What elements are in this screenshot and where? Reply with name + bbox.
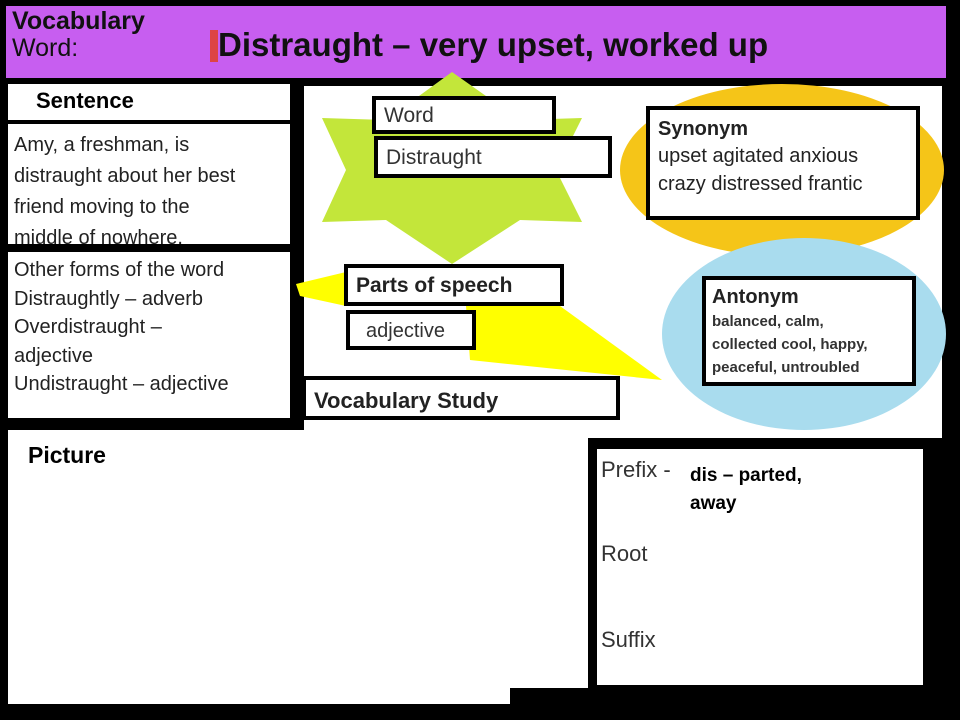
antonym-list: balanced, calm, collected cool, happy, p… [712, 310, 912, 379]
title-marker [210, 30, 218, 62]
synonym-title: Synonym [658, 118, 749, 140]
synonym-row: crazy distressed frantic [658, 173, 863, 195]
root-label: Root [601, 541, 648, 566]
parts-of-speech-value-box: adjective [346, 310, 476, 350]
label-line-2: Word: [12, 34, 79, 62]
word-parts-box: Prefix - Root Suffix [594, 446, 926, 688]
beam-left [296, 272, 346, 306]
sentence-box: Amy, a freshman, is distraught about her… [8, 124, 290, 249]
vocabulary-study-box: Vocabulary Study [302, 376, 620, 420]
synonym-row: upset agitated anxious [658, 145, 859, 167]
picture-label: Picture [28, 442, 106, 468]
word-definition-title: Distraught – very upset, worked up [218, 26, 769, 63]
header-bar [6, 6, 946, 78]
word-label-box: Word [372, 96, 556, 134]
label-line-1: Vocabulary [12, 7, 145, 35]
antonym-box: Antonym balanced, calm, collected cool, … [702, 276, 916, 386]
antonym-line: collected cool, happy, [712, 336, 868, 353]
beam-right [466, 306, 662, 380]
parts-of-speech-value: adjective [366, 320, 445, 342]
prefix-definition: dis – parted, away [690, 462, 840, 518]
forms-line: Overdistraught – [14, 316, 162, 338]
sentence-line: middle of nowhere. [14, 227, 183, 249]
vocabulary-word-label: Vocabulary Word: [12, 8, 145, 62]
synonym-box: Synonym upset agitated anxious crazy dis… [646, 106, 920, 220]
picture-box [8, 430, 588, 688]
other-forms-box: Other forms of the word Distraughtly – a… [8, 252, 290, 418]
sentence-line: distraught about her best [14, 165, 236, 187]
antonym-line: peaceful, untroubled [712, 359, 860, 376]
bottom-strip [8, 688, 510, 704]
prefix-definition-line: dis – parted, [690, 465, 802, 486]
word-label: Word [384, 104, 434, 127]
word-value: Distraught [386, 146, 482, 169]
sentence-heading-box: Sentence [8, 84, 290, 120]
sentence-line: Amy, a freshman, is [14, 134, 190, 156]
prefix-definition-line: away [690, 493, 737, 514]
parts-of-speech-label: Parts of speech [356, 274, 513, 297]
suffix-label: Suffix [601, 627, 656, 652]
vocabulary-study-label: Vocabulary Study [314, 388, 499, 413]
forms-line: Distraughtly – adverb [14, 287, 203, 310]
sentence-heading: Sentence [36, 88, 134, 113]
forms-line: Other forms of the word [14, 259, 225, 281]
sentence-line: friend moving to the [14, 196, 190, 218]
antonym-line: balanced, calm, [712, 313, 824, 330]
parts-of-speech-box: Parts of speech [344, 264, 564, 306]
forms-line: adjective [14, 344, 93, 367]
antonym-title: Antonym [712, 286, 799, 308]
forms-line: Undistraught – adjective [14, 373, 229, 395]
word-value-box: Distraught [374, 136, 612, 178]
prefix-label: Prefix - [601, 457, 671, 482]
